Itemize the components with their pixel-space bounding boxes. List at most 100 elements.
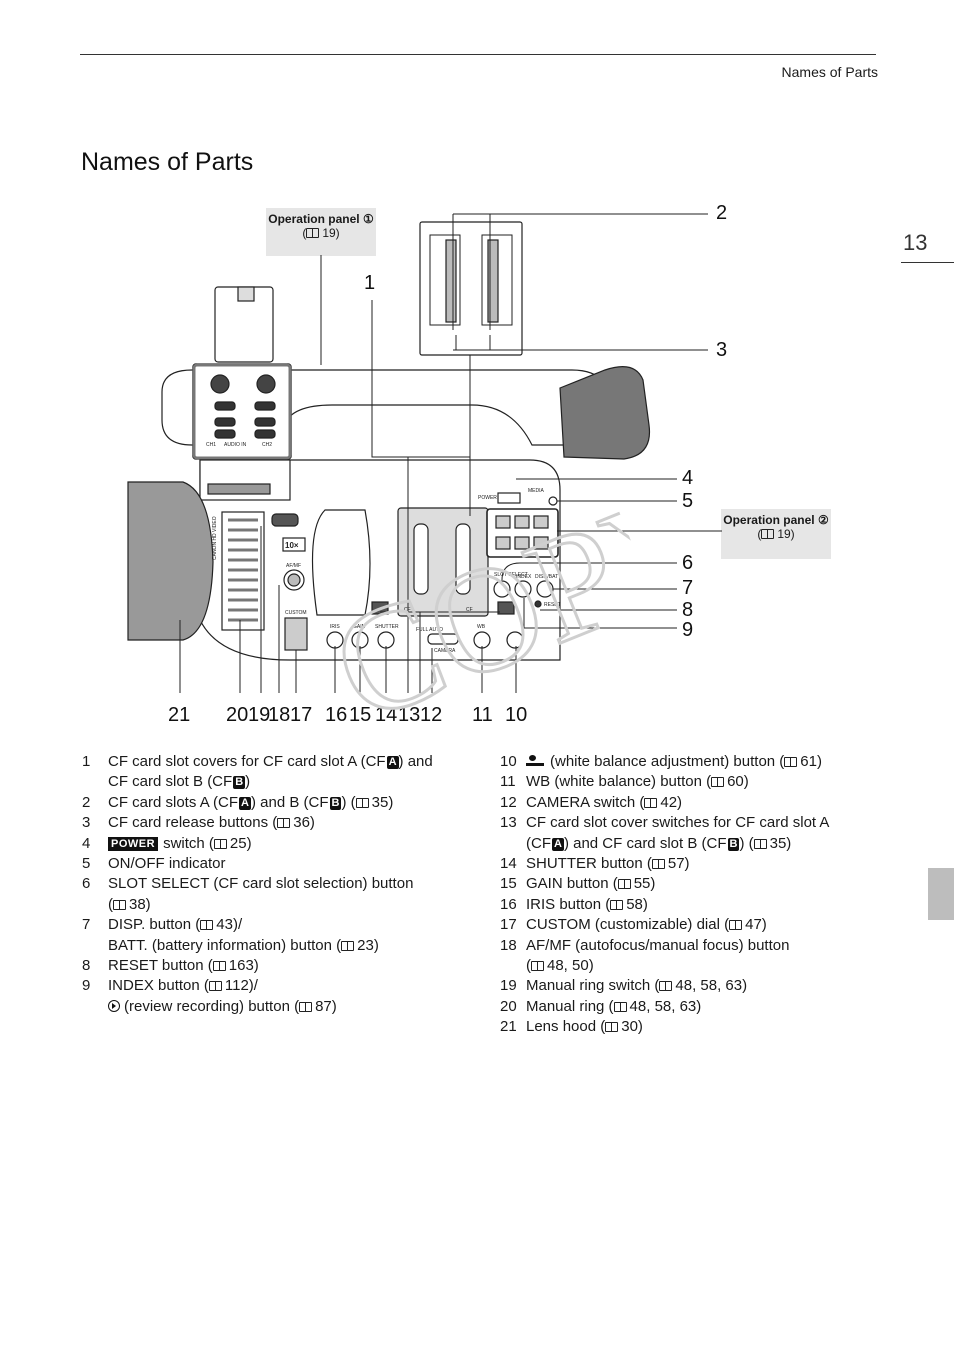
on-off-indicator: [548, 496, 558, 506]
callout-number: 4: [682, 467, 694, 489]
label-slot-select: SLOT SELECT: [494, 572, 528, 578]
power-switch: [497, 492, 521, 504]
legend-item: 10 (white balance adjustment) button (61…: [500, 753, 822, 770]
label-shutter: SHUTTER: [375, 624, 399, 630]
operation-panel-1-callout: Operation panel ① (19): [266, 208, 376, 256]
legend-item: 7 DISP. button (43)/BATT. (battery infor…: [82, 916, 379, 954]
page-title: Names of Parts: [81, 148, 254, 176]
page-number-rule: [901, 262, 954, 263]
shutter-button: [377, 631, 395, 649]
label-audio-in: AUDIO IN: [224, 442, 247, 448]
label-index: INDEX: [516, 574, 532, 580]
viewfinder-eyecup: [559, 366, 651, 460]
camera-switch: [427, 633, 459, 645]
callout-number: 3: [716, 339, 728, 361]
label-camera: CAMERA: [434, 648, 456, 654]
callout-title: Operation panel ①: [268, 212, 374, 226]
custom-dial: [284, 617, 308, 651]
callout-number: 10: [505, 704, 528, 726]
camera-figure: Operation panel ① (19) Operation panel ②…: [127, 202, 831, 755]
operation-panel-2-callout: Operation panel ② (19): [721, 509, 831, 559]
label-iris: IRIS: [330, 624, 340, 630]
lens-hood: [127, 481, 214, 641]
callout-number: 11: [472, 704, 493, 726]
legend-item: 6 SLOT SELECT (CF card slot selection) b…: [82, 875, 414, 913]
legend-item: 13 CF card slot cover switches for CF ca…: [500, 814, 830, 852]
cf-slot-b: [487, 239, 499, 323]
label-lens-brand: CANON HD VIDEO: [212, 516, 218, 560]
power-badge: POWER: [108, 836, 159, 851]
manual-ring-switch: [271, 513, 299, 527]
label-zoom: 10×: [285, 541, 299, 550]
label-ch2: CH2: [262, 442, 272, 448]
cf-slot-covers: [397, 507, 489, 617]
reset-button: [534, 600, 542, 608]
callout-number: 17: [290, 704, 313, 726]
zoom-badge: [282, 537, 306, 552]
leader-6: [501, 562, 677, 581]
running-head: Names of Parts: [781, 64, 878, 80]
callout-number: 2: [716, 202, 728, 224]
callout-number: 15: [349, 704, 372, 726]
cf-slot-inset: [419, 221, 523, 356]
page-number: 13: [903, 230, 928, 255]
callout-number: 19: [248, 704, 271, 726]
chapter-tab: [928, 868, 954, 920]
legend-item: 9 INDEX button (112)/(review recording) …: [82, 977, 337, 1015]
legend-left: 1 CF card slot covers for CF card slot A…: [82, 752, 482, 1017]
wb-button: [473, 631, 491, 649]
legend-right: 10 (white balance adjustment) button (61…: [500, 752, 880, 1038]
label-media: MEDIA: [528, 488, 545, 494]
callout-number: 14: [375, 704, 398, 726]
callout-number: 16: [325, 704, 348, 726]
legend-item: 12 CAMERA switch (42): [500, 793, 683, 811]
disp-batt-button: [536, 580, 554, 598]
leader-2: [452, 213, 708, 330]
book-icon: [761, 529, 775, 539]
iris-button: [326, 631, 344, 649]
legend-item: 14 SHUTTER button (57): [500, 855, 690, 873]
callout-title: Operation panel ②: [723, 513, 829, 527]
legend-item: 5 ON/OFF indicator: [82, 855, 226, 873]
label-wb: WB: [477, 624, 486, 630]
callout-number: 7: [682, 577, 694, 599]
label-power: POWER: [478, 495, 497, 501]
callout-number: 9: [682, 619, 694, 641]
slot-select-button: [493, 580, 511, 598]
cf-slot-cover-switch-b: [497, 601, 515, 615]
legend-item: 17 CUSTOM (customizable) dial (47): [500, 916, 767, 934]
wb-adjust-button: [506, 631, 524, 649]
callout-number: 12: [420, 704, 443, 726]
leader-1: [371, 300, 409, 693]
callout-number: 13: [398, 704, 421, 726]
legend-item: 8 RESET button (163): [82, 957, 259, 975]
leader-3: [453, 335, 708, 351]
label-ch1: CH1: [206, 442, 216, 448]
callout-ref: (19): [757, 527, 795, 541]
label-disp-batt: DISP./BATT.: [535, 574, 562, 580]
callout-number: 6: [682, 552, 694, 574]
label-gain: GAIN: [353, 624, 366, 630]
label-af-mf: AF/MF: [286, 563, 301, 569]
callout-ref: (19): [302, 226, 340, 240]
cf-slot-a: [445, 239, 457, 323]
cf-slot-cover-switch-a: [371, 601, 389, 615]
callout-number: 18: [268, 704, 291, 726]
camera-illustration: AUDIO IN CH1 CH2 10× AF/MF CUSTOM IRIS G…: [127, 213, 722, 693]
label-cf-a: CF: [404, 607, 411, 613]
legend-item: 21 Lens hood (30): [500, 1018, 643, 1036]
gain-button: [351, 631, 369, 649]
callout-number: 8: [682, 599, 694, 621]
legend-item: 18 AF/MF (autofocus/manual focus) button…: [500, 936, 790, 975]
legend-item: 1 CF card slot covers for CF card slot A…: [82, 753, 433, 791]
label-full-auto: FULL AUTO: [416, 627, 443, 633]
legend-item: 19 Manual ring switch (48, 58, 63): [500, 977, 748, 995]
callout-number: 1: [364, 272, 376, 294]
label-reset: RESET: [544, 602, 561, 608]
callout-number: 21: [168, 704, 191, 726]
label-cf-b: CF: [466, 607, 473, 613]
white-balance-icon: [526, 755, 544, 767]
index-button: [514, 580, 532, 598]
